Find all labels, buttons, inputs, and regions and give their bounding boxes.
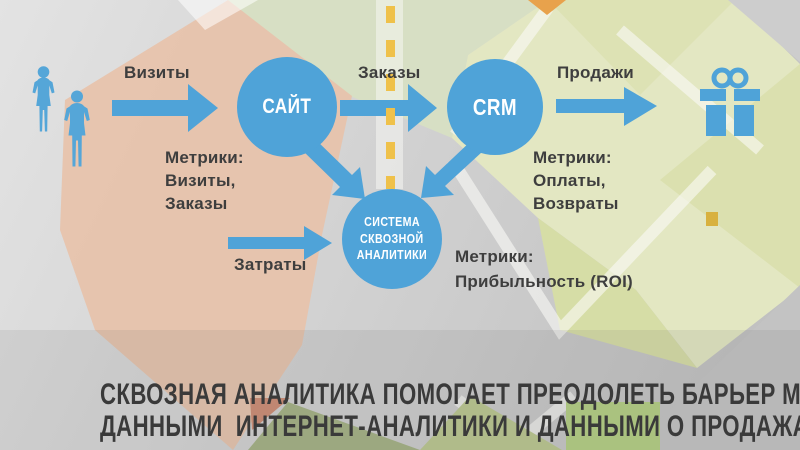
- gift-bow-loop: [727, 67, 749, 89]
- site-to-center-arrow: [301, 137, 365, 199]
- sales-arrow: [556, 87, 657, 126]
- costs-label: Затраты: [234, 255, 307, 274]
- roi-metrics-item: Прибыльность (ROI): [455, 272, 633, 291]
- site-node-label: САЙТ: [262, 95, 312, 118]
- headline-line2-text: ДАННЫМИ ИНТЕРНЕТ-АНАЛИТИКИ И ДАННЫМИ О П…: [100, 410, 800, 443]
- crm-metrics-item: Возвраты: [533, 194, 619, 213]
- crm-to-center-arrow: [421, 140, 482, 198]
- gift-box: [734, 105, 754, 136]
- site-node: САЙТ: [237, 57, 337, 157]
- site-metrics: Метрики: Визиты, Заказы: [165, 146, 244, 215]
- gift-lid: [700, 89, 726, 101]
- headline-line1-text: СКВОЗНАЯ АНАЛИТИКА ПОМОГАЕТ ПРЕОДОЛЕТЬ Б…: [100, 378, 800, 411]
- roi-metrics-heading: Метрики:: [455, 247, 534, 266]
- headline-line2: ДАННЫМИ ИНТЕРНЕТ-АНАЛИТИКИ И ДАННЫМИ О П…: [50, 376, 800, 450]
- sales-label: Продажи: [557, 63, 634, 82]
- costs-arrow: [228, 226, 332, 260]
- crm-node: CRM: [447, 59, 543, 155]
- site-metrics-item: Заказы: [165, 194, 228, 213]
- crm-metrics-item: Оплаты,: [533, 171, 606, 190]
- analytics-node-line1: СИСТЕМА: [364, 214, 420, 230]
- bg-mustard-accent: [706, 212, 718, 226]
- site-metrics-heading: Метрики:: [165, 148, 244, 167]
- crm-metrics-heading: Метрики:: [533, 148, 612, 167]
- analytics-node-line3: АНАЛИТИКИ: [356, 247, 428, 263]
- man-icon: [64, 90, 90, 167]
- crm-node-label: CRM: [472, 93, 518, 120]
- site-metrics-item: Визиты,: [165, 171, 236, 190]
- woman-icon: [32, 66, 55, 132]
- analytics-node-line2: СКВОЗНОЙ: [360, 230, 424, 246]
- roi-metrics: Метрики: Прибыльность (ROI): [455, 244, 633, 294]
- crm-metrics: Метрики: Оплаты, Возвраты: [533, 146, 619, 215]
- gift-icon: [700, 67, 760, 136]
- dashed-divider: [386, 0, 395, 189]
- analytics-system-node: СИСТЕМА СКВОЗНОЙ АНАЛИТИКИ: [342, 189, 442, 289]
- gift-lid: [734, 89, 760, 101]
- visits-label: Визиты: [124, 63, 190, 82]
- visits-arrow: [112, 84, 218, 132]
- bg-bottom-dim: [0, 330, 800, 450]
- gift-box: [706, 105, 726, 136]
- orders-label: Заказы: [358, 63, 421, 82]
- headline-line1: СКВОЗНАЯ АНАЛИТИКА ПОМОГАЕТ ПРЕОДОЛЕТЬ Б…: [50, 344, 800, 446]
- mesh-line: [446, 156, 717, 340]
